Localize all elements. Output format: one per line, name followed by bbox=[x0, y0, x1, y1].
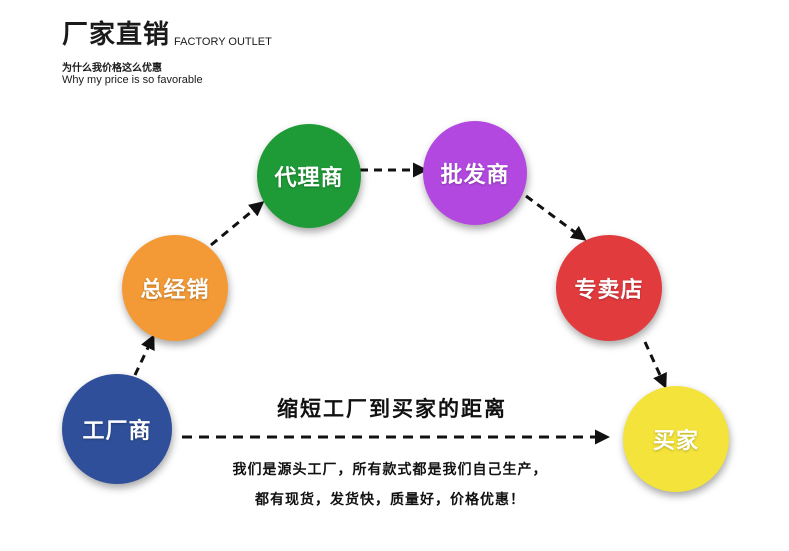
arrow-distributor-to-agent bbox=[210, 201, 265, 247]
node-store: 专卖店 bbox=[556, 235, 662, 341]
title-row: 厂家直销 FACTORY OUTLET bbox=[62, 14, 272, 51]
header: 厂家直销 FACTORY OUTLET 为什么我价格这么优惠 Why my pr… bbox=[62, 14, 272, 86]
node-factory: 工厂商 bbox=[62, 374, 172, 484]
subtitle-english: Why my price is so favorable bbox=[62, 74, 203, 86]
node-store-label: 专卖店 bbox=[574, 278, 644, 303]
node-buyer-label: 买家 bbox=[652, 429, 699, 454]
node-buyer: 买家 bbox=[623, 386, 729, 492]
description-line-2: 都有现货，发货快，质量好，价格优惠！ bbox=[255, 492, 525, 508]
node-wholesaler: 批发商 bbox=[423, 121, 527, 225]
node-distributor: 总经销 bbox=[122, 235, 228, 341]
node-agent: 代理商 bbox=[257, 124, 361, 228]
node-distributor-label: 总经销 bbox=[140, 278, 210, 303]
arrow-wholesaler-to-store bbox=[525, 194, 587, 241]
arrow-factory-to-distributor bbox=[133, 334, 155, 376]
node-agent-label: 代理商 bbox=[274, 166, 344, 191]
subtitle-chinese: 为什么我价格这么优惠 bbox=[62, 63, 162, 74]
description-line-1: 我们是源头工厂，所有款式都是我们自己生产， bbox=[232, 462, 548, 478]
page-title-english: FACTORY OUTLET bbox=[174, 36, 272, 48]
page-title: 厂家直销 bbox=[62, 20, 171, 50]
node-factory-label: 工厂商 bbox=[82, 419, 152, 444]
node-wholesaler-label: 批发商 bbox=[440, 163, 510, 188]
arrow-store-to-buyer bbox=[643, 341, 667, 389]
main-slogan: 缩短工厂到买家的距离 bbox=[277, 397, 507, 421]
